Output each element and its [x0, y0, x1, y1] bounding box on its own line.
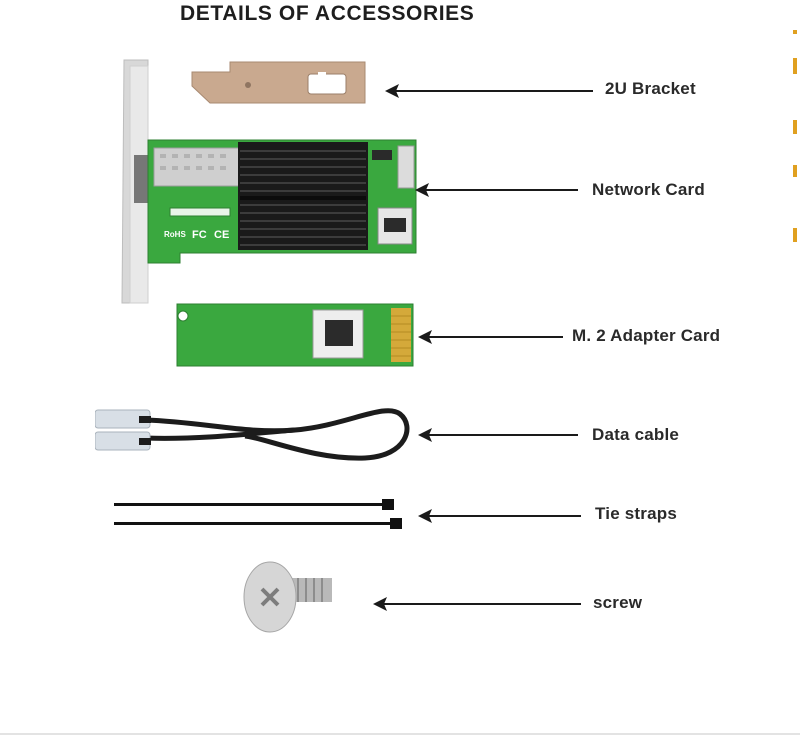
arrow-left-icon: [418, 428, 578, 442]
network-card-image: RoHS FC CE: [120, 58, 420, 313]
label-network-card: Network Card: [592, 180, 705, 199]
label-bracket: 2U Bracket: [605, 79, 696, 98]
bottom-divider: [0, 733, 800, 735]
arrow-left-icon: [385, 84, 593, 98]
label-screw: screw: [593, 593, 643, 612]
label-tie-straps: Tie straps: [595, 504, 678, 523]
arrow-left-icon: [418, 509, 581, 523]
screw-image: [240, 560, 335, 640]
label-m2-adapter-card: M. 2 Adapter Card: [572, 326, 721, 345]
tie-straps-image: [110, 498, 405, 539]
data-cable-image: [94, 392, 415, 477]
fc-mark: FC: [192, 229, 207, 241]
ce-mark: CE: [214, 229, 229, 241]
arrow-left-icon: [415, 183, 578, 197]
arrow-left-icon: [373, 597, 581, 611]
rohs-mark: RoHS: [164, 230, 186, 239]
m2-adapter-image: [175, 302, 415, 375]
right-edge-fragments: [793, 0, 800, 739]
bracket-image: [190, 60, 375, 110]
label-data-cable: Data cable: [592, 425, 680, 444]
arrow-left-icon: [418, 330, 563, 344]
page-title: DETAILS OF ACCESSORIES: [180, 2, 475, 25]
